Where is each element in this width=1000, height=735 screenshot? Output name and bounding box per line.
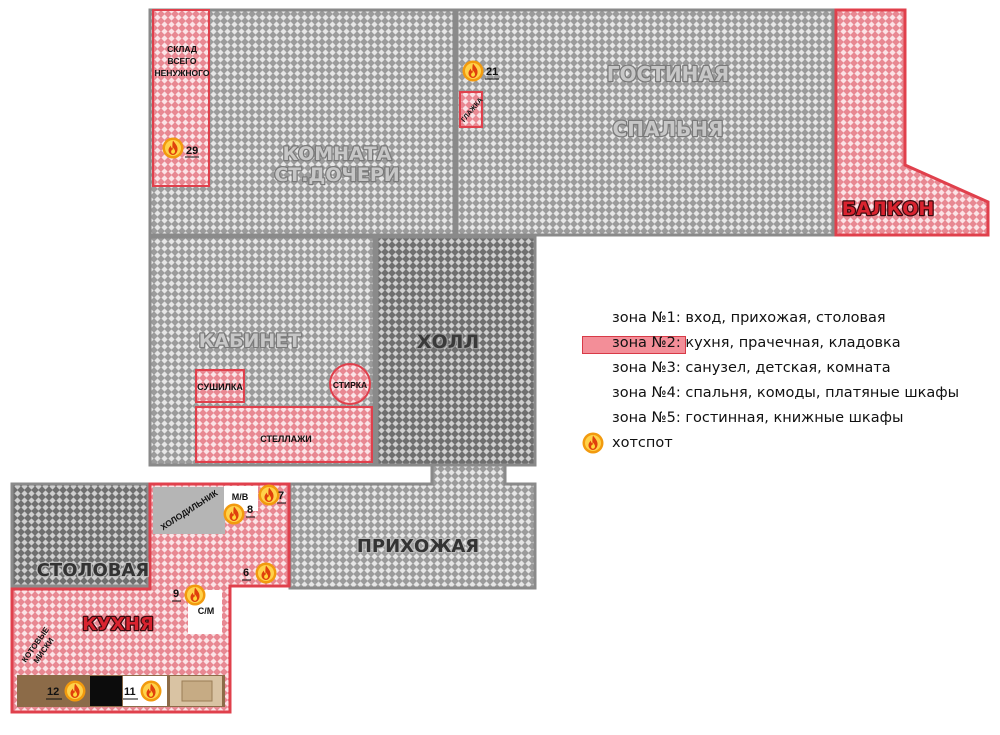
laundry-label: СТИРКА <box>333 380 367 390</box>
balcony-label: БАЛКОН <box>842 198 935 220</box>
svg-text:12: 12 <box>47 686 59 698</box>
kitchen-label: КУХНЯ <box>82 614 153 635</box>
legend-zone-label: зона №2: <box>612 335 681 351</box>
dryer-label: СУШИЛКА <box>197 382 243 392</box>
room-kitchen <box>10 482 291 714</box>
room-entrance <box>288 463 537 590</box>
legend-zone-2: зона №2: кухня, прачечная, кладовка <box>580 331 990 356</box>
hotspot-9[interactable]: 9 <box>172 584 206 606</box>
legend-zone-desc: кухня, прачечная, кладовка <box>685 335 901 351</box>
svg-text:11: 11 <box>124 686 136 698</box>
flame-icon <box>255 562 277 584</box>
hotspot-12[interactable]: 12 <box>46 680 86 702</box>
legend-zone-5: зона №5: гостинная, книжные шкафы <box>580 406 990 431</box>
daughter-room-label-line2: СТ.ДОЧЕРИ <box>274 164 399 186</box>
dryer-area <box>195 369 245 403</box>
shelves-area <box>195 406 373 463</box>
hotspot-11[interactable]: 11 <box>123 680 162 702</box>
flame-icon <box>184 584 206 606</box>
hotspot-7[interactable]: 7 <box>258 484 287 506</box>
flame-icon <box>162 137 184 159</box>
svg-text:7: 7 <box>278 490 284 502</box>
flame-icon <box>64 680 86 702</box>
flame-icon <box>223 503 245 525</box>
entrance-label: ПРИХОЖАЯ <box>357 536 479 557</box>
legend-zone-desc: вход, прихожая, столовая <box>685 310 886 326</box>
hall-label: ХОЛЛ <box>417 331 479 353</box>
svg-text:29: 29 <box>186 145 198 157</box>
hotspot-29[interactable]: 29 <box>162 137 200 159</box>
legend: зона №1: вход, прихожая, столовая зона №… <box>580 306 990 456</box>
hotspot-6[interactable]: 6 <box>242 562 277 584</box>
flame-icon <box>140 680 162 702</box>
svg-text:НЕНУЖНОГО: НЕНУЖНОГО <box>155 68 210 78</box>
svg-text:9: 9 <box>173 588 179 600</box>
flame-icon <box>258 484 280 506</box>
legend-hotspot-label: хотспот <box>612 435 673 451</box>
legend-zone-desc: санузел, детская, комната <box>685 360 891 376</box>
room-dining <box>10 482 150 588</box>
stove <box>90 676 122 706</box>
flame-icon <box>582 432 604 454</box>
legend-zone-desc: спальня, комоды, платяные шкафы <box>685 385 960 401</box>
microwave-label: М/В <box>232 492 249 502</box>
sink-inner <box>181 680 213 702</box>
daughter-room-label-line1: КОМНАТА <box>283 143 392 165</box>
ironing-area <box>459 91 483 128</box>
junk-storage-label: СКЛАД ВСЕГО НЕНУЖНОГО <box>155 44 210 78</box>
legend-hotspot: хотспот <box>580 431 990 456</box>
legend-zone-4: зона №4: спальня, комоды, платяные шкафы <box>580 381 990 406</box>
room-living-bedroom <box>455 8 835 237</box>
hotspot-8[interactable]: 8 <box>223 503 256 525</box>
legend-zone-label: зона №5: <box>612 410 681 426</box>
flame-icon <box>462 60 484 82</box>
hotspot-21[interactable]: 21 <box>462 60 500 82</box>
bedroom-label: СПАЛЬНЯ <box>613 117 724 141</box>
legend-zone-desc: гостинная, книжные шкафы <box>685 410 904 426</box>
legend-zone-label: зона №4: <box>612 385 681 401</box>
junk-storage-area <box>152 9 210 187</box>
office-label: КАБИНЕТ <box>199 330 301 352</box>
legend-red-swatch <box>582 336 686 354</box>
svg-text:21: 21 <box>486 66 498 78</box>
svg-text:8: 8 <box>247 504 253 516</box>
room-hall <box>375 235 537 486</box>
dishwasher-label: С/М <box>198 606 215 616</box>
fridge <box>153 487 225 534</box>
room-balcony <box>834 8 990 237</box>
dining-label: СТОЛОВАЯ <box>37 560 150 581</box>
svg-text:6: 6 <box>243 567 249 579</box>
laundry-area <box>329 363 371 405</box>
legend-zone-label: зона №1: <box>612 310 681 326</box>
living-room-label: ГОСТИНАЯ <box>607 62 729 86</box>
shelves-label: СТЕЛЛАЖИ <box>260 434 312 444</box>
legend-zone-3: зона №3: санузел, детская, комната <box>580 356 990 381</box>
svg-text:ВСЕГО: ВСЕГО <box>168 56 197 66</box>
legend-zone-1: зона №1: вход, прихожая, столовая <box>580 306 990 331</box>
svg-text:СКЛАД: СКЛАД <box>167 44 197 54</box>
legend-zone-label: зона №3: <box>612 360 681 376</box>
